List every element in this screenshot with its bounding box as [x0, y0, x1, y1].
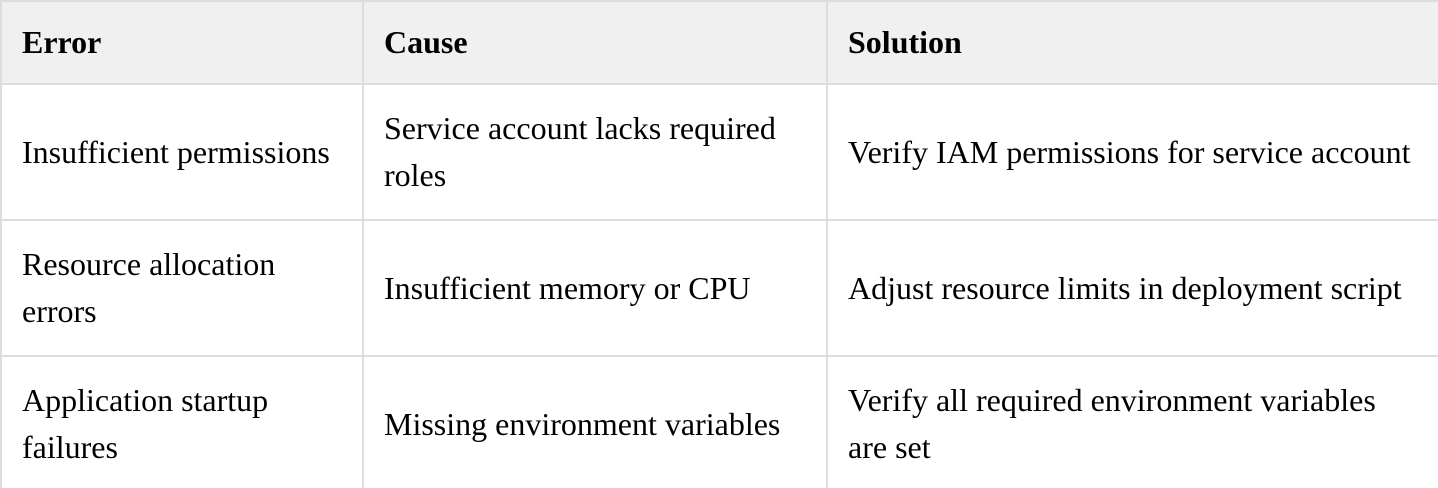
table-header-row: Error Cause Solution: [0, 0, 1438, 85]
column-header-solution: Solution: [826, 0, 1438, 85]
cell-cause: Service account lacks required roles: [362, 83, 828, 221]
cell-cause: Insufficient memory or CPU: [362, 219, 828, 357]
table-row-resource-allocation-errors: Resource allocation errors Insufficient …: [0, 219, 1438, 357]
table-row-application-startup-failures: Application startup failures Missing env…: [0, 355, 1438, 488]
cell-solution: Verify IAM permissions for service accou…: [826, 83, 1438, 221]
column-header-error: Error: [0, 0, 364, 85]
column-header-cause: Cause: [362, 0, 828, 85]
cell-cause: Missing environment variables: [362, 355, 828, 488]
cell-solution: Adjust resource limits in deployment scr…: [826, 219, 1438, 357]
table-row-insufficient-permissions: Insufficient permissions Service account…: [0, 83, 1438, 221]
cell-error: Insufficient permissions: [0, 83, 364, 221]
cell-solution: Verify all required environment variable…: [826, 355, 1438, 488]
cell-error: Resource allocation errors: [0, 219, 364, 357]
cell-error: Application startup failures: [0, 355, 364, 488]
